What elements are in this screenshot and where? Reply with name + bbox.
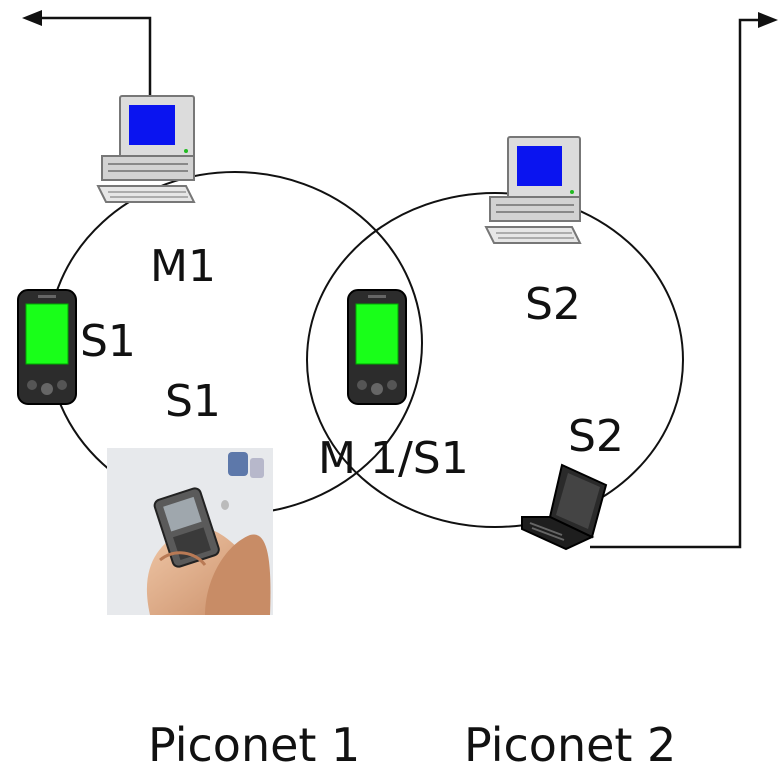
desktop-computer-s2-icon — [484, 136, 582, 244]
label-s1-pda: S1 — [80, 316, 136, 367]
label-bridge: M 1/S1 — [318, 433, 469, 484]
left-link-arrow — [22, 10, 152, 95]
pda-bridge-icon — [347, 289, 407, 405]
phone-in-hands-photo — [107, 448, 273, 615]
label-s2-laptop: S2 — [568, 411, 624, 462]
monitor-screen — [129, 105, 175, 145]
label-s2-desktop: S2 — [525, 279, 581, 330]
label-m1: M1 — [150, 241, 216, 292]
piconet-2-circle — [306, 192, 684, 528]
monitor-screen — [517, 146, 562, 186]
label-s1-phone: S1 — [165, 376, 221, 427]
right-link-arrow — [590, 12, 778, 549]
laptop-s2-icon — [521, 463, 608, 551]
caption-piconet-2: Piconet 2 — [464, 718, 677, 772]
pda-s1-icon — [17, 289, 77, 405]
caption-piconet-1: Piconet 1 — [148, 718, 361, 772]
desktop-computer-m1-icon — [96, 95, 196, 203]
